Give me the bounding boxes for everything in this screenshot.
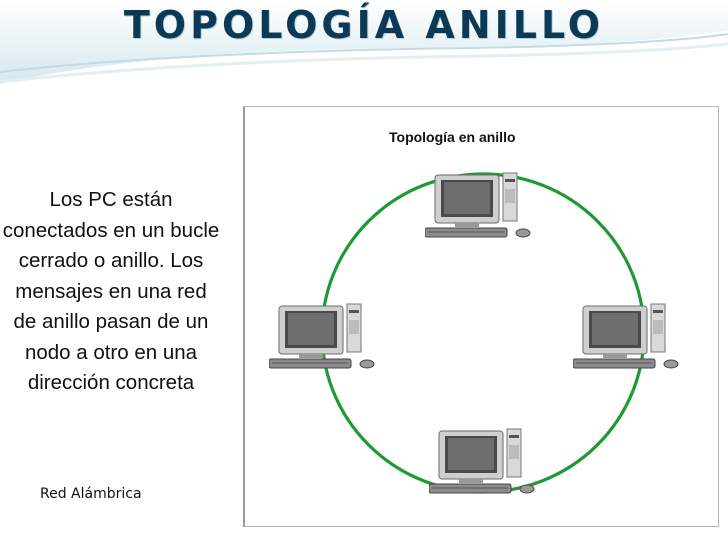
pc-bottom-icon <box>429 428 535 494</box>
diagram-title: Topología en anillo <box>389 129 516 145</box>
pc-left-icon <box>269 303 375 369</box>
slide-title: TOPOLOGÍA ANILLO <box>123 3 605 47</box>
slide-body-text: Los PC están conectados en un bucle cerr… <box>2 188 220 394</box>
pc-right-icon <box>573 303 679 369</box>
pc-top-icon <box>425 172 531 238</box>
footer-label: Red Alámbrica <box>40 486 142 502</box>
ring-topology-diagram: Topología en anillo <box>243 106 719 527</box>
header-wave-decoration <box>0 0 728 84</box>
